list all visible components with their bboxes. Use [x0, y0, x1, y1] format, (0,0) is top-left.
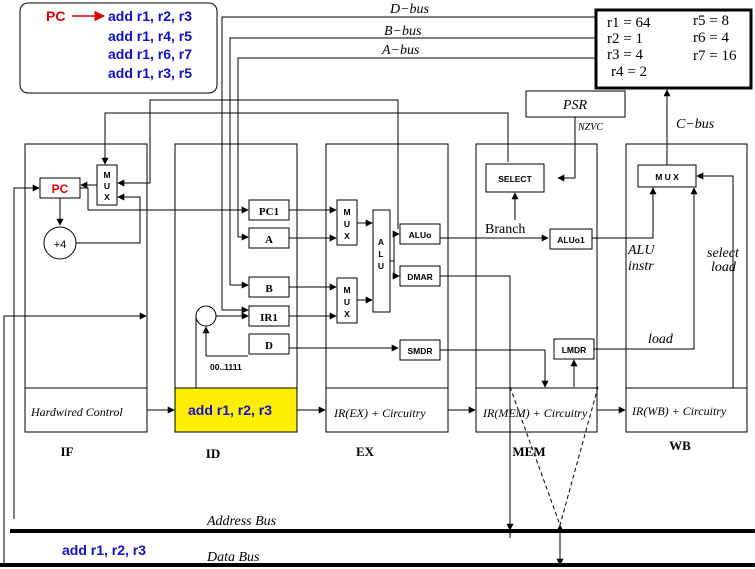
stage-if-label: IF	[61, 444, 74, 459]
ex-mux-bottom-m: M	[343, 285, 350, 295]
ex-mux-top-m: M	[343, 207, 350, 217]
register-r3: r3 = 4	[607, 47, 643, 63]
id-ir1-label: IR1	[260, 312, 278, 324]
wb-instr-label: instr	[628, 259, 654, 274]
if-pc-label: PC	[52, 182, 69, 196]
register-buses	[221, 16, 596, 314]
ex-aluo-label: ALUo	[409, 230, 432, 240]
mem-aluo1-label: ALUo1	[557, 235, 585, 245]
ex-alu-l: L	[378, 249, 383, 259]
id-const-label: 00..1111	[210, 362, 242, 372]
psr-flags-label: NZVC	[577, 122, 603, 133]
if-mux-m: M	[103, 170, 110, 180]
stage-if-frame	[24, 143, 148, 433]
ex-mux-top-u: U	[344, 219, 350, 229]
register-r7: r7 = 16	[693, 48, 737, 64]
register-r6: r6 = 4	[693, 30, 729, 46]
register-r1: r1 = 64	[607, 15, 651, 31]
if-mux-x: X	[104, 192, 110, 202]
id-d-label: D	[265, 340, 273, 352]
instruction-3: add r1, r6, r7	[108, 46, 192, 62]
id-d-register	[248, 333, 290, 355]
stage-mem-frame	[475, 143, 598, 433]
if-adder-label: +4	[54, 239, 67, 251]
id-ir-box	[174, 387, 298, 433]
ex-ir-label: IR(EX) + Circuitry	[333, 406, 426, 420]
psr-label: PSR	[562, 98, 588, 113]
wb-ir-box	[625, 387, 748, 433]
instruction-4: add r1, r3, r5	[108, 65, 192, 81]
ex-alu-u: U	[378, 261, 384, 271]
ex-aluo-register	[399, 223, 441, 245]
stage-mem-label: MEM	[512, 444, 545, 459]
stage-wb-label: WB	[669, 438, 691, 453]
register-r2: r2 = 1	[607, 31, 643, 47]
data-bus-label: Data Bus	[206, 550, 260, 565]
a-bus-label: A−bus	[381, 43, 420, 58]
ex-mux-bottom-u: U	[344, 297, 350, 307]
c-bus-label: C−bus	[676, 117, 715, 132]
ex-dmar-label: DMAR	[407, 272, 433, 282]
wb-load-select-label: load	[711, 260, 737, 275]
wb-mux-label: M U X	[655, 172, 679, 182]
instruction-2: add r1, r4, r5	[108, 28, 192, 44]
ex-smdr-label: SMDR	[407, 346, 432, 356]
b-bus-label: B−bus	[384, 24, 422, 39]
id-b-label: B	[265, 283, 273, 295]
wb-load-label: load	[648, 332, 674, 347]
wb-alu-label: ALU	[627, 243, 655, 258]
mem-branch-label: Branch	[485, 222, 525, 237]
wb-select-label: select	[707, 246, 740, 261]
id-sign-extend-circle	[195, 305, 217, 327]
hardwired-control-label: Hardwired Control	[30, 405, 123, 419]
stage-id-label: ID	[206, 446, 220, 461]
register-r4: r4 = 2	[611, 64, 647, 80]
id-a-label: A	[265, 234, 273, 246]
stage-ex-label: EX	[356, 444, 375, 459]
wb-ir-label: IR(WB) + Circuitry	[631, 404, 727, 418]
mem-lmdr-label: LMDR	[562, 345, 587, 355]
mem-aluo1-register	[549, 228, 593, 250]
address-bus-label: Address Bus	[206, 514, 277, 529]
id-pc1-label: PC1	[259, 206, 279, 218]
instruction-1: add r1, r2, r3	[108, 8, 192, 24]
mem-ir-label: IR(MEM) + Circuitry	[482, 406, 588, 420]
ex-mux-top-x: X	[344, 231, 350, 241]
d-bus-label: D−bus	[389, 2, 430, 17]
register-r5: r5 = 8	[693, 13, 729, 29]
ex-mux-bottom-x: X	[344, 309, 350, 319]
register-file-box	[594, 8, 753, 90]
if-mux-u: U	[104, 181, 110, 191]
data-bus-instruction: add r1, r2, r3	[62, 542, 146, 558]
mem-select-label: SELECT	[498, 174, 532, 184]
id-ir-instruction: add r1, r2, r3	[188, 402, 272, 418]
mem-select-box	[485, 163, 545, 193]
instruction-list-box	[19, 2, 218, 94]
ex-alu-a: A	[378, 237, 384, 247]
pc-pointer-label: PC	[46, 8, 65, 24]
